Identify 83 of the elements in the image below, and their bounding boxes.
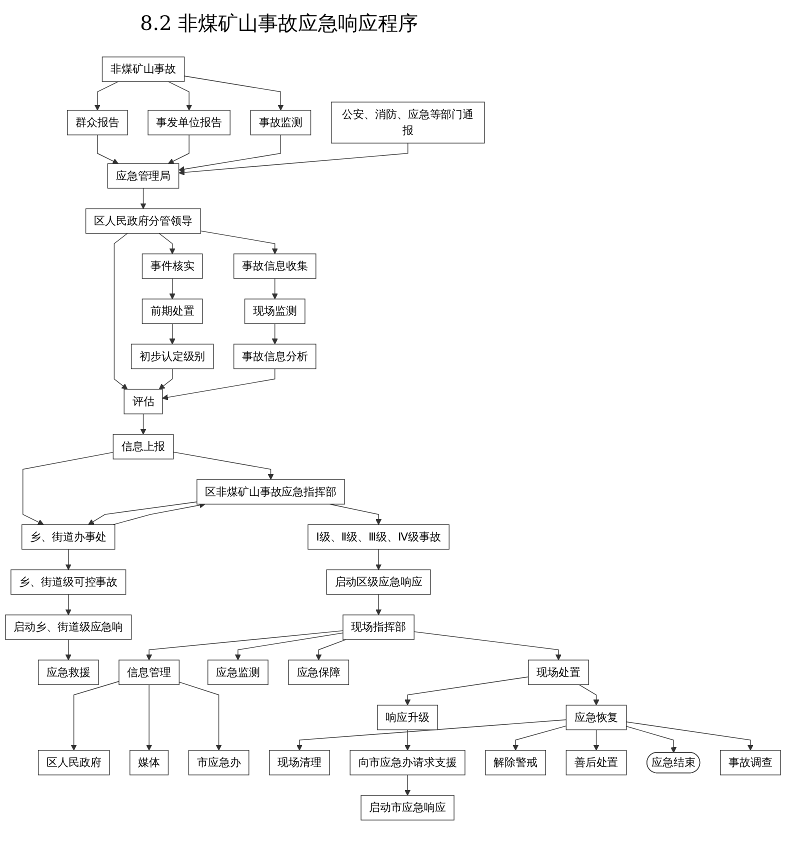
arrow	[140, 414, 146, 435]
arrow	[162, 368, 276, 400]
node-box: 应急监测	[208, 660, 268, 685]
node-box: 区非煤矿山事故应急指挥部	[196, 479, 345, 504]
node-box: 应急管理局	[107, 163, 180, 189]
arrow	[376, 594, 382, 616]
node-box: 启动市应急响应	[360, 795, 454, 820]
arrow	[184, 76, 284, 111]
node-box: 应急救援	[38, 660, 99, 685]
node-box: 善后处置	[566, 750, 627, 776]
arrow	[578, 684, 600, 706]
node-box: 启动乡、街道级应急响	[5, 614, 132, 640]
arrow	[146, 684, 152, 751]
node-box: 非煤矿山事故	[102, 56, 185, 82]
arrow	[168, 81, 192, 111]
arrow	[146, 630, 344, 660]
node-box: Ⅰ级、Ⅱ级、Ⅲ级、Ⅳ级事故	[308, 524, 450, 550]
arrow	[169, 278, 176, 300]
node-box: 公安、消防、应急等部门通报	[330, 102, 485, 144]
arrow	[158, 368, 173, 390]
arrow	[329, 504, 382, 525]
node-box: 乡、街道级可控事故	[10, 569, 126, 595]
arrow	[272, 278, 278, 300]
arrow	[65, 594, 72, 616]
node-box: 事件核实	[142, 254, 203, 279]
arrow	[70, 681, 120, 751]
node-box: 群众报告	[67, 110, 128, 136]
arrow	[22, 452, 114, 525]
node-box: 信息管理	[118, 660, 180, 685]
arrow	[404, 676, 529, 706]
node-box: 事发单位报告	[148, 110, 230, 136]
node-box: 媒体	[130, 750, 169, 776]
node-box: 现场指挥部	[342, 614, 414, 640]
arrow	[88, 502, 198, 525]
node-box: 区人民政府	[38, 750, 110, 776]
arrow	[404, 729, 411, 751]
arrow	[169, 323, 176, 344]
arrow	[593, 729, 600, 751]
node-box: 向市应急办请求支援	[350, 750, 466, 776]
node-box: 乡、街道办事处	[22, 524, 116, 550]
node-box: 解除警戒	[485, 750, 546, 776]
arrow	[296, 719, 567, 751]
arrow	[97, 134, 119, 164]
arrow	[140, 188, 146, 210]
arrow	[168, 134, 190, 164]
diagram-title: 8.2 非煤矿山事故应急响应程序	[140, 10, 420, 37]
node-box: 事故监测	[250, 110, 312, 136]
node-box: 评估	[124, 388, 163, 414]
arrow	[65, 639, 72, 660]
node-box: 响应升级	[377, 704, 438, 730]
arrow	[414, 631, 562, 660]
node-box: 现场清理	[269, 750, 330, 776]
arrow	[112, 502, 206, 525]
arrow	[234, 632, 344, 660]
arrow	[65, 548, 72, 570]
arrow	[178, 682, 222, 751]
node-box: 信息上报	[112, 434, 174, 460]
arrow	[376, 548, 382, 570]
arrow	[178, 142, 408, 176]
arrow	[404, 774, 411, 796]
arrow	[626, 726, 677, 753]
node-box: 事故信息收集	[234, 254, 316, 279]
node-box: 初步认定级别	[130, 344, 214, 370]
arrow	[114, 233, 128, 390]
arrow	[173, 452, 274, 480]
arrow	[200, 230, 278, 254]
node-box: 前期处置	[142, 298, 203, 324]
arrow	[178, 134, 282, 172]
node-box: 启动区级应急响应	[326, 569, 431, 595]
node-box: 事故信息分析	[234, 344, 316, 370]
node-box: 现场监测	[244, 298, 306, 324]
arrow	[316, 639, 346, 660]
node-box: 事故调查	[720, 750, 781, 776]
node-box: 区人民政府分管领导	[85, 208, 202, 234]
arrow	[158, 233, 176, 254]
node-box: 市应急办	[188, 750, 250, 776]
node-box: 应急恢复	[566, 704, 627, 730]
arrow	[626, 722, 754, 751]
arrow	[94, 81, 119, 111]
node-box: 应急保障	[288, 660, 350, 685]
arrow	[512, 726, 567, 751]
node-box: 现场处置	[528, 660, 589, 685]
arrow	[272, 323, 278, 344]
